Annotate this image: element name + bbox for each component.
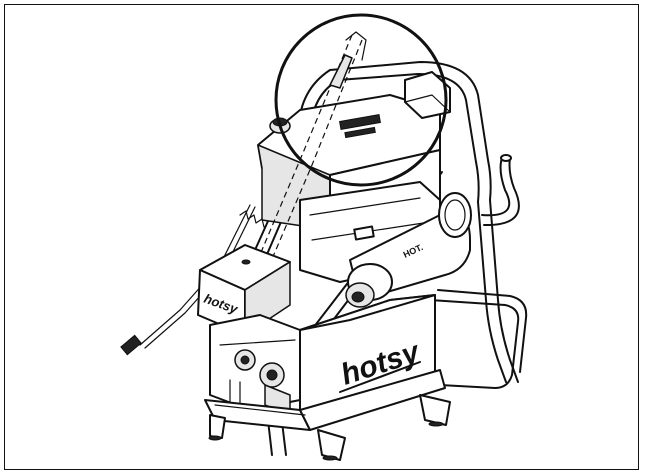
- base-frame-rear: [429, 289, 528, 389]
- air-intake: [345, 263, 393, 308]
- feet: [208, 394, 451, 461]
- base-skid: [204, 369, 446, 431]
- side-handle: [481, 154, 520, 227]
- pump-assembly: [209, 314, 301, 416]
- callout-circle: [274, 13, 448, 187]
- handle-bracket: [404, 71, 451, 119]
- fuel-cap: [269, 117, 291, 134]
